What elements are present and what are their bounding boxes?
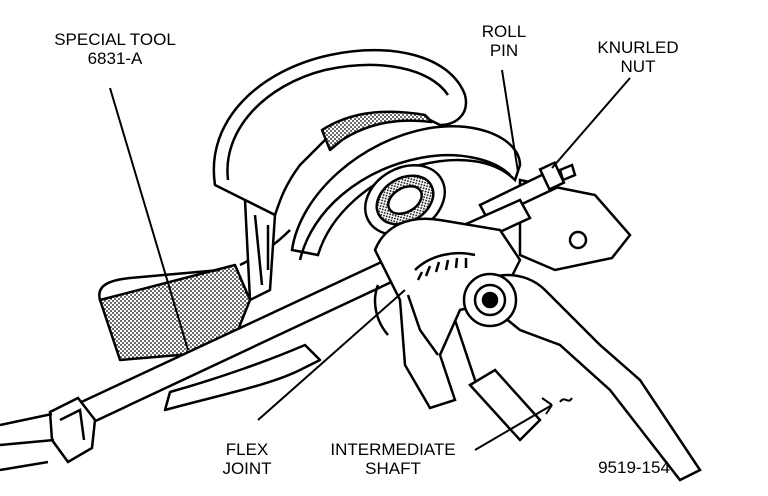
roll-pin-label: ROLL PIN	[476, 22, 532, 60]
flex-joint-label-line1: FLEX	[225, 440, 269, 459]
intermediate-shaft	[453, 272, 702, 482]
flex-joint-label-line2: JOINT	[222, 459, 272, 478]
figure-number: 9519-154	[598, 458, 670, 477]
flex-joint-label: FLEX JOINT	[212, 440, 282, 478]
roll-pin-label-line1: ROLL	[481, 22, 527, 41]
steering-gear-housing	[98, 48, 468, 412]
knurled-nut-label: KNURLED NUT	[588, 38, 688, 76]
intermediate-shaft-label-line2: SHAFT	[365, 459, 421, 478]
knurled-nut-label-line2: NUT	[620, 57, 656, 76]
intermediate-shaft-label-line1: INTERMEDIATE	[330, 440, 456, 459]
knurled-nut-label-line1: KNURLED	[597, 38, 679, 57]
flex-joint-disc	[290, 125, 522, 261]
roll-pin-label-line2: PIN	[489, 41, 519, 60]
special-tool-label-line1: SPECIAL TOOL	[54, 30, 176, 49]
flex-joint-yoke	[373, 217, 522, 410]
knurled-nut-and-roll-pin	[478, 160, 632, 272]
intermediate-shaft-label: INTERMEDIATE SHAFT	[318, 440, 468, 478]
special-tool-label: SPECIAL TOOL 6831-A	[40, 30, 190, 68]
leader-lines	[109, 69, 701, 471]
special-tool-label-line2: 6831-A	[87, 49, 143, 68]
